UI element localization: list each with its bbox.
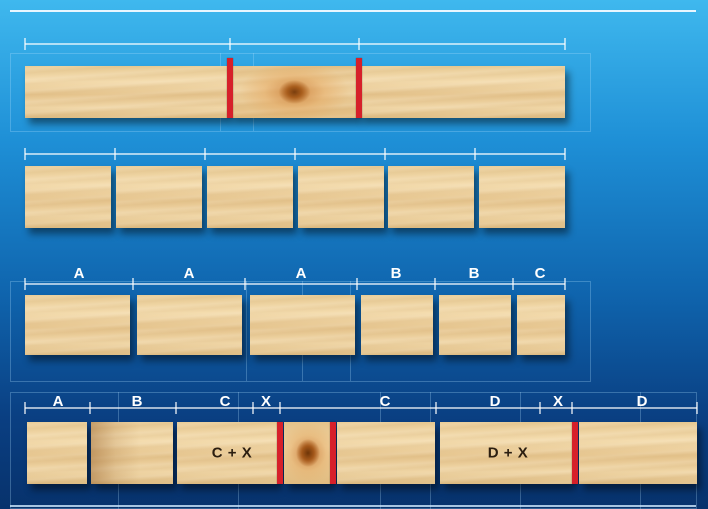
row4-label-a: A [53,394,64,410]
row4-board-label-c-plus-x: C + X [212,445,252,462]
row4-board-d [579,422,697,484]
row4-board-label-d-plus-x: D + X [488,445,528,462]
row4-label-d2: D [637,394,648,410]
row4-cut-mark-3 [572,422,578,484]
row4-cut-mark-1 [277,422,283,484]
row4-cut-mark-2 [330,422,336,484]
row4-label-d1: D [490,394,501,410]
row4-label-b: B [132,394,143,410]
row4-label-c2: C [380,394,391,410]
bottom-rule [10,505,696,507]
row4-board-b [91,422,173,484]
row4-board-knot [284,422,332,484]
row4-label-x2: X [553,394,563,410]
row4-label-x1: X [261,394,271,410]
row4-board-c [337,422,435,484]
row4-board-a [27,422,87,484]
row4-label-c1: C [220,394,231,410]
